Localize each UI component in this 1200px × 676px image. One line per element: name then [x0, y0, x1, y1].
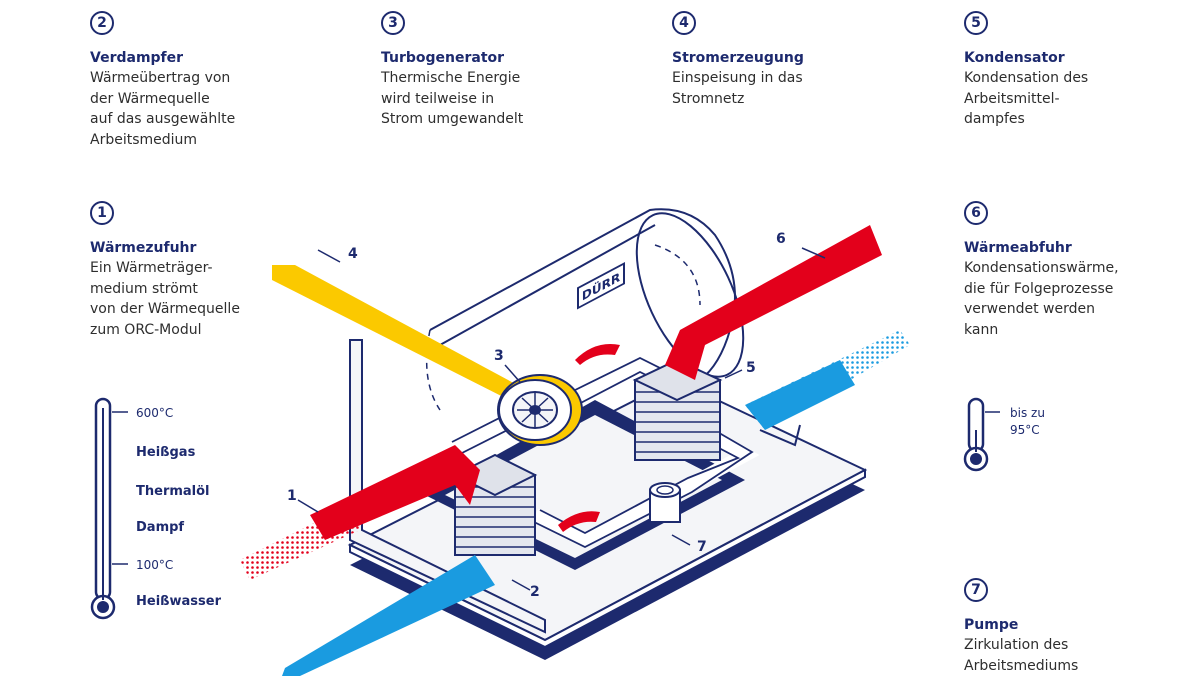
step-number-badge: 4 [672, 11, 696, 35]
duerr-logo: DÜRR [577, 262, 625, 310]
step-title: Wärmezufuhr [90, 240, 197, 256]
step-number-badge: 1 [90, 201, 114, 225]
thermometer-icon [963, 397, 1000, 472]
step-1-waermezufuhr: 1 Wärmezufuhr Ein Wärmeträger-medium str… [90, 201, 320, 340]
step-title: Pumpe [964, 617, 1019, 633]
step-title: Kondensator [964, 50, 1065, 66]
step-title: Verdampfer [90, 50, 184, 66]
medium-label: Thermalöl [136, 484, 210, 499]
logo-text: DÜRR [582, 269, 620, 304]
medium-label: Heißwasser [136, 594, 222, 609]
diagram-label-6: 6 [776, 231, 786, 247]
turbine-icon [497, 374, 583, 446]
power-output-stream [272, 265, 545, 408]
temp-top-label: 600°C [136, 406, 173, 420]
diagram-label-4: 4 [348, 246, 358, 262]
medium-label: Dampf [136, 520, 184, 535]
step-title: Turbogenerator [381, 50, 505, 66]
step-number-badge: 7 [964, 578, 988, 602]
condenser-stack [632, 358, 723, 461]
heat-carrier-return-stream [282, 555, 495, 676]
medium-label: Heißgas [136, 445, 196, 460]
heat-output-stream [665, 225, 882, 380]
back-wall [349, 339, 546, 634]
temp-max-label: bis zu [1010, 406, 1045, 420]
leader-lines [297, 247, 826, 591]
flow-arrow-icon [575, 344, 620, 365]
diagram-label-7: 7 [697, 539, 707, 555]
thermometer-icon [90, 397, 128, 620]
step-number-badge: 6 [964, 201, 988, 225]
step-title: Wärmeabfuhr [964, 240, 1072, 256]
step-number-badge: 3 [381, 11, 405, 35]
diagram-label-3: 3 [494, 348, 504, 364]
heat-carrier-supply-stream [310, 445, 480, 540]
diagram-label-1: 1 [287, 488, 297, 504]
cylinder-housing [425, 208, 801, 447]
diagram-label-2: 2 [530, 584, 540, 600]
temp-bottom-label: 100°C [136, 558, 173, 572]
pump [649, 482, 681, 523]
step-6-waermeabfuhr: 6 Wärmeabfuhr Kondensationswärme,die für… [964, 201, 1194, 340]
diagram-label-5: 5 [746, 360, 756, 376]
step-number-badge: 5 [964, 11, 988, 35]
flow-arrow-icon [558, 511, 600, 532]
step-number-badge: 2 [90, 11, 114, 35]
step-title: Stromerzeugung [672, 50, 804, 66]
step-description: Kondensationswärme,die für Folgeprozesse… [964, 260, 1119, 338]
temp-max-label: 95°C [1010, 423, 1040, 437]
